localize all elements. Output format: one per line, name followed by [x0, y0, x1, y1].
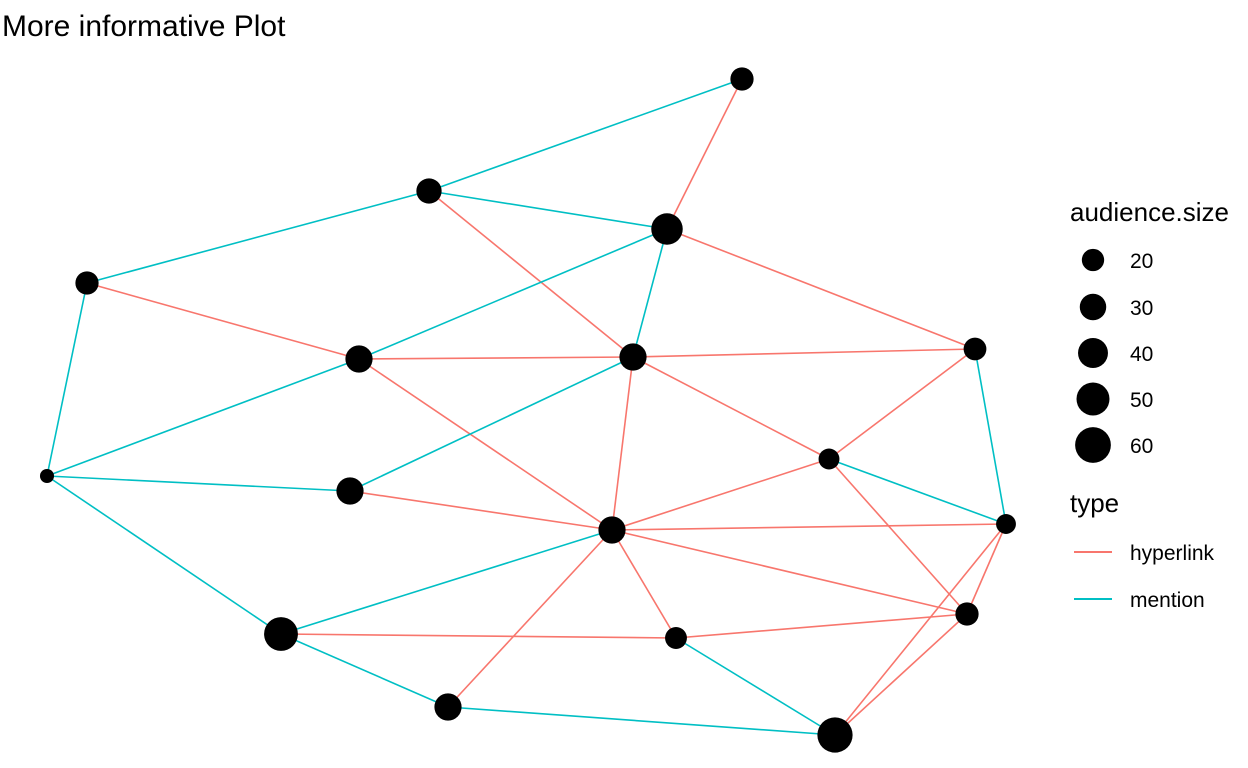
edge-mention — [632, 228, 668, 358]
edge-hyperlink — [632, 356, 830, 460]
plot-title: More informative Plot — [2, 10, 286, 43]
size-legend: 20 30 40 50 60 — [1075, 248, 1153, 463]
edge-hyperlink — [966, 523, 1007, 615]
edge-hyperlink — [611, 458, 830, 531]
network-node — [434, 693, 462, 721]
edge-hyperlink — [666, 78, 743, 230]
edge-hyperlink — [280, 633, 677, 639]
size-legend-key — [1081, 248, 1105, 272]
network-node — [619, 343, 647, 371]
edge-hyperlink — [611, 529, 677, 639]
network-node — [598, 516, 626, 544]
edge-hyperlink — [428, 190, 634, 358]
network-node — [416, 178, 442, 204]
edge-mention — [428, 190, 668, 230]
edge-hyperlink — [611, 356, 634, 531]
edge-mention — [358, 228, 668, 360]
network-node — [336, 477, 364, 505]
edge-hyperlink — [358, 358, 613, 531]
edge-layer — [46, 78, 1007, 736]
network-node — [730, 67, 754, 91]
size-legend-title: audience.size — [1070, 197, 1229, 227]
size-legend-label: 20 — [1130, 250, 1153, 273]
edge-hyperlink — [611, 523, 1007, 531]
edge-hyperlink — [611, 529, 968, 615]
size-legend-label: 40 — [1130, 343, 1153, 366]
type-legend-label: hyperlink — [1130, 542, 1215, 565]
edge-hyperlink — [632, 348, 976, 358]
size-legend-key — [1078, 338, 1108, 368]
edge-hyperlink — [86, 282, 360, 360]
edge-mention — [828, 458, 1007, 525]
edge-mention — [86, 190, 430, 284]
edge-hyperlink — [349, 490, 613, 531]
network-node — [75, 271, 99, 295]
edge-hyperlink — [358, 356, 634, 360]
edge-hyperlink — [834, 613, 968, 736]
size-legend-key — [1076, 382, 1110, 416]
edge-hyperlink — [834, 523, 1007, 736]
network-node — [345, 345, 373, 373]
edge-hyperlink — [828, 348, 976, 460]
edge-mention — [974, 348, 1007, 525]
edge-mention — [46, 358, 360, 477]
edge-mention — [280, 633, 449, 708]
network-node — [996, 514, 1016, 534]
network-node — [963, 337, 987, 361]
size-legend-label: 50 — [1130, 389, 1153, 412]
network-node — [817, 717, 853, 753]
edge-hyperlink — [666, 228, 976, 350]
size-legend-key — [1075, 427, 1111, 463]
size-legend-label: 60 — [1130, 435, 1153, 458]
edge-mention — [46, 475, 282, 635]
size-legend-key — [1079, 293, 1107, 321]
network-node — [665, 627, 687, 649]
type-legend-label: mention — [1130, 589, 1205, 612]
edge-mention — [428, 78, 743, 192]
edge-mention — [675, 637, 836, 736]
edge-mention — [280, 529, 613, 635]
size-legend-label: 30 — [1130, 297, 1153, 320]
type-legend-title: type — [1070, 488, 1120, 518]
network-node — [818, 448, 840, 470]
edge-mention — [46, 475, 351, 492]
network-node — [651, 213, 683, 245]
network-node — [955, 602, 979, 626]
edge-mention — [349, 356, 634, 492]
edge-mention — [447, 706, 836, 736]
node-layer — [39, 67, 1016, 753]
edge-hyperlink — [447, 529, 613, 708]
type-legend: hyperlink mention — [1074, 542, 1215, 612]
edge-hyperlink — [675, 613, 968, 639]
edge-mention — [46, 282, 88, 477]
network-node — [39, 468, 55, 484]
network-node — [264, 617, 298, 651]
edge-hyperlink — [828, 458, 968, 615]
